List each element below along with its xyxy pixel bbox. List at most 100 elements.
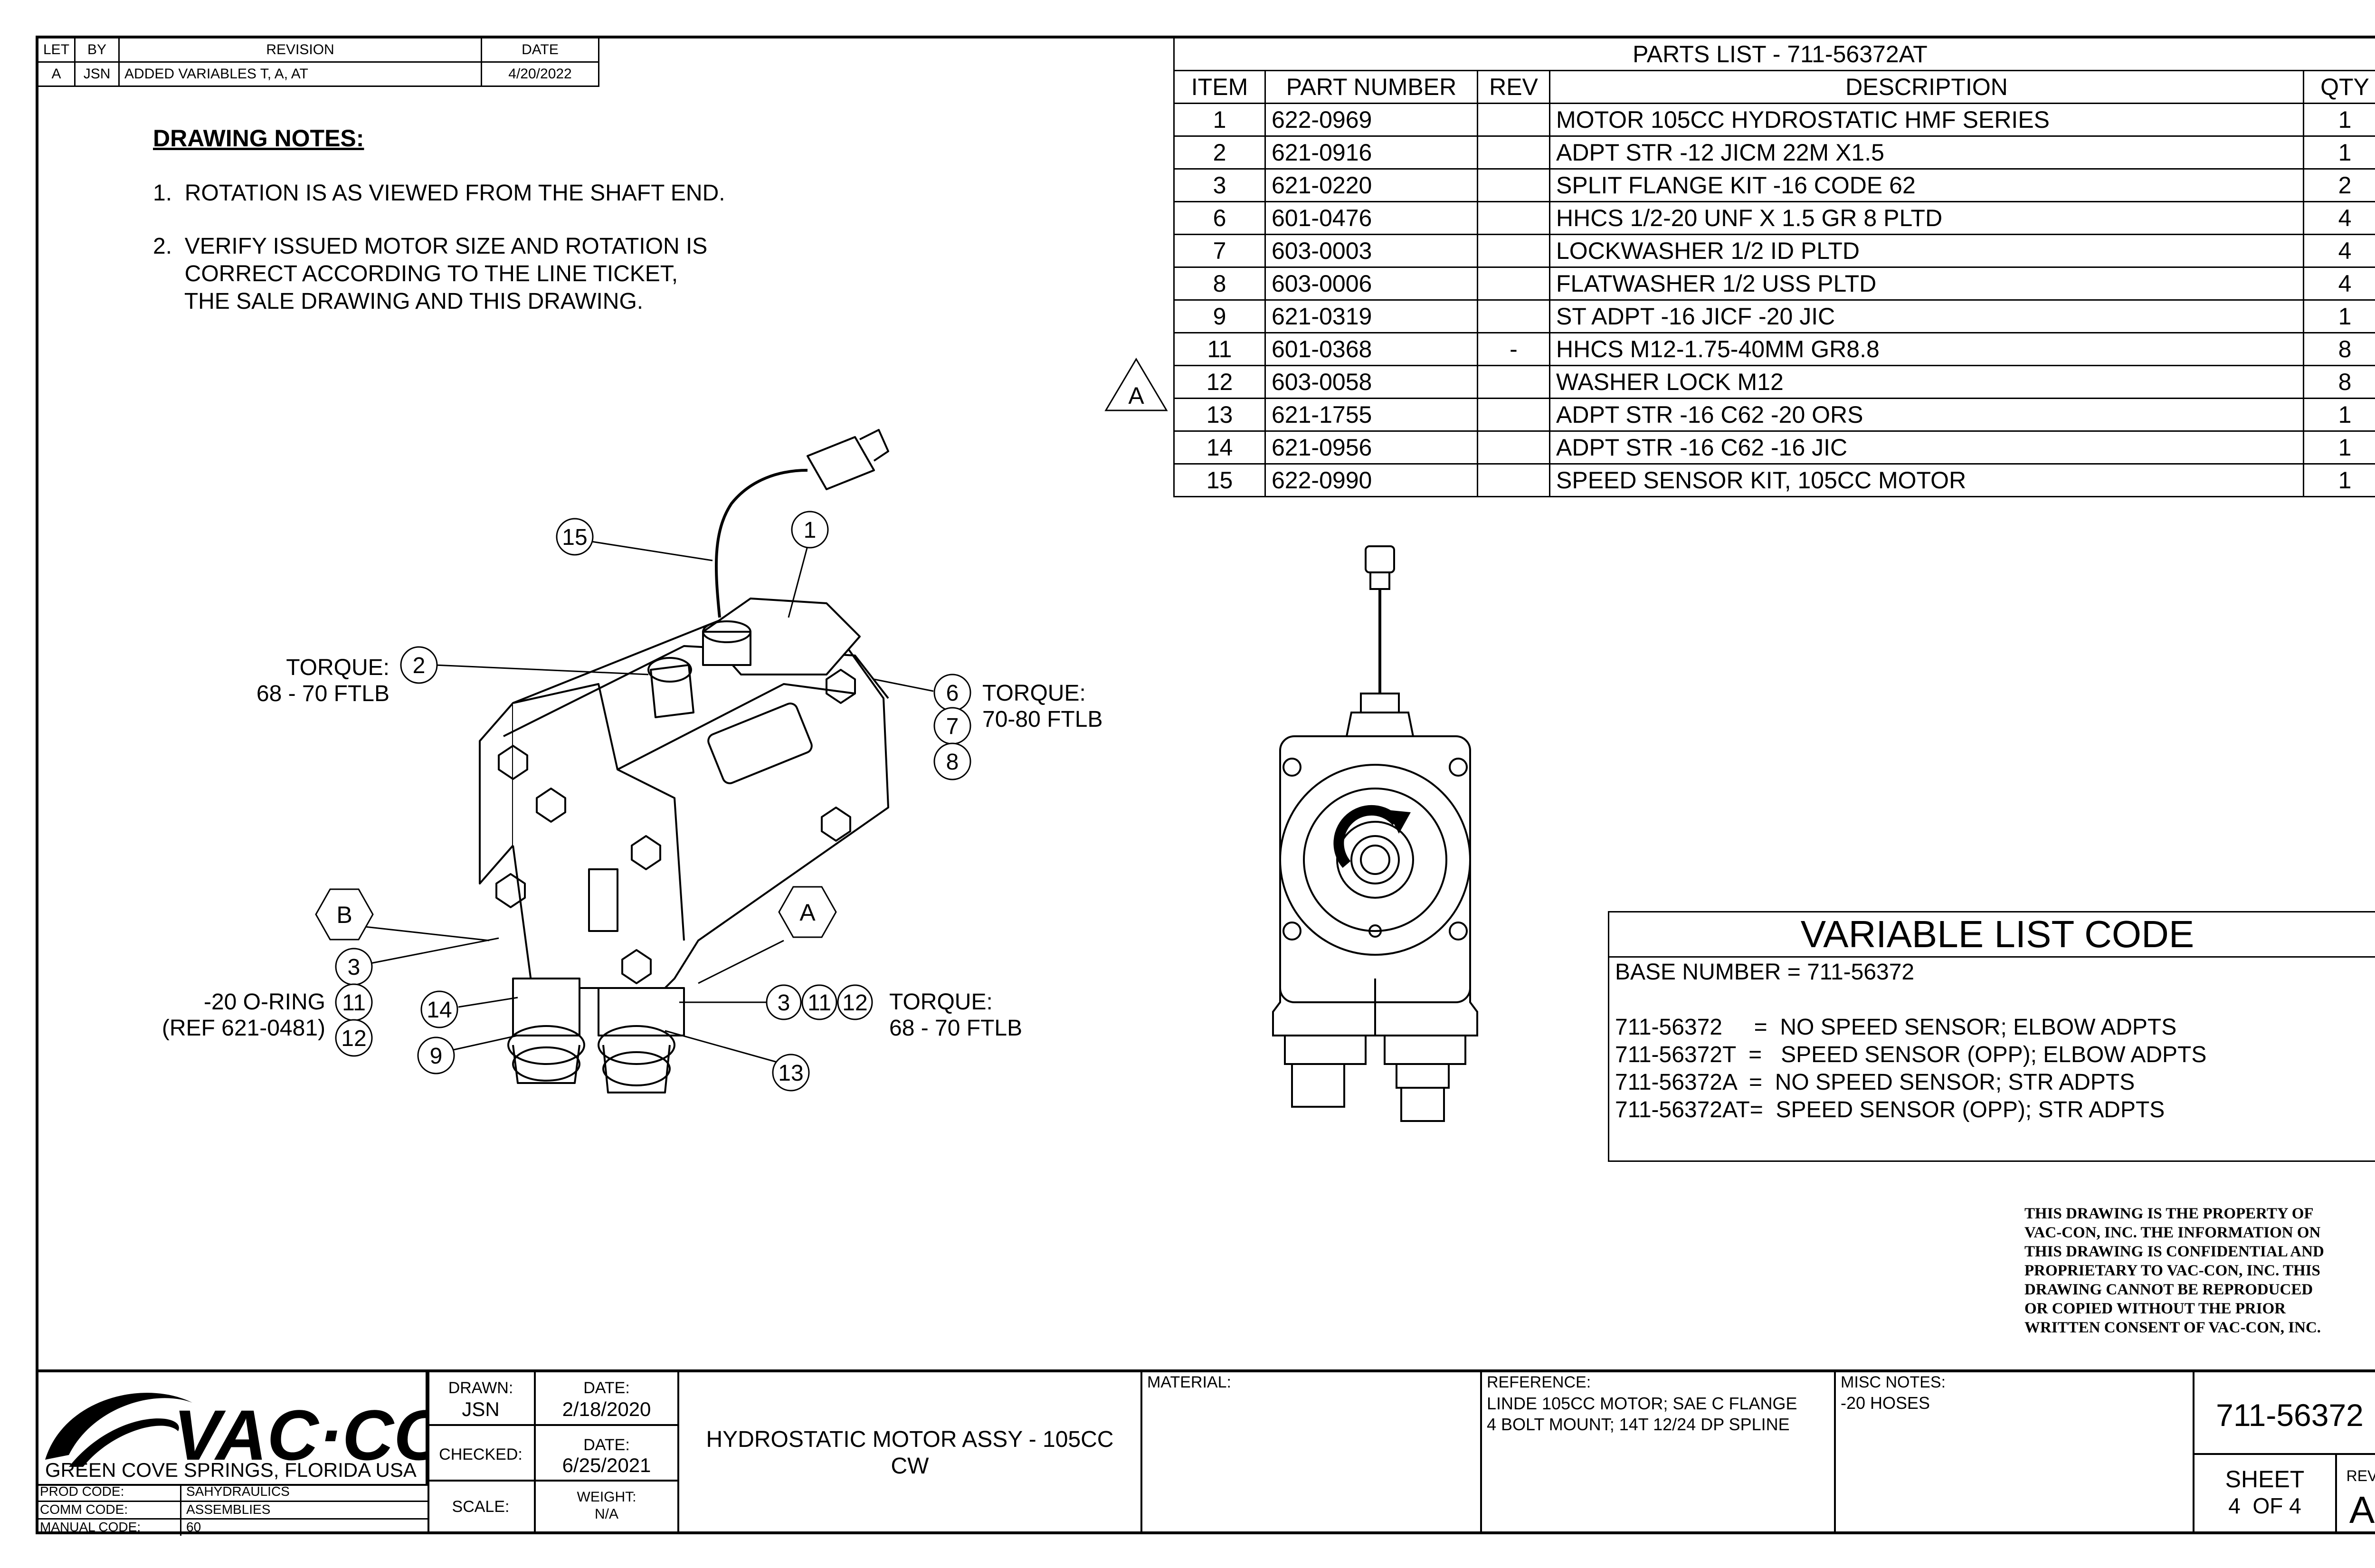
balloon-1: 1 [791, 511, 829, 549]
logo-swoosh-top [45, 1393, 192, 1460]
hex-a: A [778, 886, 837, 938]
port-adapter-left-ring-1 [507, 1025, 585, 1065]
balloon-3-right-label: 3 [778, 990, 790, 1016]
front-sensor-hex [1345, 712, 1415, 737]
parts-cell-part-number: 622-0969 [1264, 103, 1478, 137]
parts-cell-part-number: 601-0476 [1264, 201, 1478, 235]
front-port-right-stem [1400, 1088, 1445, 1122]
revision-flag-triangle: A [1104, 358, 1168, 411]
reference-cell: REFERENCE: LINDE 105CC MOTOR; SAE C FLAN… [1482, 1369, 1836, 1534]
balloon-14: 14 [420, 990, 458, 1028]
port-adapter-left-ring-2 [512, 1046, 580, 1082]
bolt-4 [621, 949, 652, 984]
codes-block: PROD CODE: SAHYDRAULICS COMM CODE: ASSEM… [37, 1484, 428, 1536]
rotation-arrow-head [1387, 810, 1411, 834]
parts-cell-rev [1477, 201, 1550, 235]
rotation-arrow-arc [1333, 805, 1401, 868]
balloon-11-right: 11 [801, 984, 837, 1020]
front-connector [1365, 545, 1395, 573]
note-2: 2. VERIFY ISSUED MOTOR SIZE AND ROTATION… [153, 233, 707, 315]
prod-code-row: PROD CODE: SAHYDRAULICS [37, 1484, 428, 1502]
leader-2 [434, 664, 649, 675]
balloon-6-label: 6 [946, 681, 959, 706]
balloon-7: 7 [933, 707, 971, 745]
front-sensor-nut [1360, 693, 1400, 713]
parts-cell-part-number: 601-0368 [1264, 332, 1478, 366]
parts-cell-part-number: 622-0990 [1264, 463, 1478, 497]
balloon-11-left: 11 [335, 983, 373, 1021]
parts-cell-item: 13 [1173, 398, 1266, 432]
parts-cell-qty: 4 [2303, 266, 2375, 301]
notice-line-1: THIS DRAWING IS THE PROPERTY OF [2024, 1205, 2314, 1222]
parts-cell-description: ADPT STR -16 C62 -20 ORS [1549, 398, 2304, 432]
property-notice: THIS DRAWING IS THE PROPERTY OF VAC-CON,… [2024, 1204, 2375, 1337]
parts-cell-qty: 8 [2303, 365, 2375, 399]
rev-cell: REV A [2337, 1455, 2375, 1534]
parts-cell-item: 14 [1173, 430, 1266, 465]
reference-label: REFERENCE: [1487, 1373, 1591, 1391]
variable-line-4: 711-56372AT= SPEED SENSOR (OPP); STR ADP… [1615, 1097, 2165, 1122]
drawing-title: HYDROSTATIC MOTOR ASSY - 105CC CW [679, 1426, 1140, 1480]
parts-cell-rev [1477, 365, 1550, 399]
hex-a-label: A [799, 899, 816, 926]
motor-isometric-view: 15 1 2 6 7 8 3 11 12 14 9 3 11 12 13 B A [315, 429, 971, 1093]
parts-cell-description: HHCS M12-1.75-40MM GR8.8 [1549, 332, 2304, 366]
drawing-title-cell: HYDROSTATIC MOTOR ASSY - 105CC CW [679, 1369, 1142, 1534]
parts-cell-description: ADPT STR -12 JICM 22M X1.5 [1549, 135, 2304, 170]
balloon-3-left: 3 [335, 948, 373, 986]
rev-letter: A [37, 61, 76, 87]
sheet-label: SHEET [2225, 1466, 2305, 1492]
balloon-12-right-label: 12 [842, 990, 867, 1016]
parts-cell-qty: 1 [2303, 430, 2375, 465]
rev-value: A [2349, 1489, 2375, 1531]
parts-cell-item: 3 [1173, 168, 1266, 202]
front-flange-inner [1303, 788, 1447, 932]
parts-cell-rev [1477, 430, 1550, 465]
prod-code-value: SAHYDRAULICS [186, 1484, 290, 1499]
leader-15 [591, 541, 713, 561]
front-port-right-adapter [1384, 1035, 1466, 1065]
oring-line-2: (REF 621-0481) [162, 1016, 325, 1041]
parts-cell-rev [1477, 103, 1550, 137]
notice-line-6: OR COPIED WITHOUT THE PRIOR [2024, 1300, 2286, 1317]
rev-by: JSN [74, 61, 120, 87]
parts-cell-rev [1477, 266, 1550, 301]
balloon-14-label: 14 [427, 998, 452, 1023]
front-bolt-bottom-left [1282, 922, 1302, 941]
balloon-13-label: 13 [778, 1061, 803, 1086]
checked-date: 6/25/2021 [562, 1454, 651, 1476]
speed-sensor-connector-tip [859, 429, 889, 462]
part-number-value: 711-56372 [2216, 1397, 2364, 1433]
manual-code-label: MANUAL CODE: [37, 1520, 181, 1536]
parts-header-rev: REV [1477, 70, 1550, 104]
port-adapter-left-lower [512, 1045, 580, 1084]
parts-cell-qty: 1 [2303, 463, 2375, 497]
sheet-value: 4 OF 4 [2228, 1493, 2301, 1518]
balloon-1-label: 1 [804, 518, 817, 543]
oring-line-1: -20 O-RING [203, 989, 325, 1015]
balloon-15-label: 15 [562, 525, 587, 550]
balloon-callouts: 15 1 2 6 7 8 3 11 12 14 9 3 11 12 13 [335, 511, 971, 1092]
front-shaft-outer [1336, 821, 1414, 899]
parts-cell-rev [1477, 135, 1550, 170]
note-2-line-1: 2. VERIFY ISSUED MOTOR SIZE AND ROTATION… [153, 234, 708, 259]
drawn-label: DRAWN: [448, 1379, 513, 1397]
manual-code-value: 60 [186, 1520, 201, 1534]
hex-callouts: B A [315, 886, 837, 941]
front-port-left-adapter [1284, 1035, 1367, 1065]
company-logo-cell: VAC·CON GREEN COVE SPRINGS, FLORIDA USA [36, 1369, 502, 1486]
balloon-2-label: 2 [413, 653, 426, 678]
prod-code-label: PROD CODE: [37, 1484, 181, 1501]
leader-lines [361, 541, 934, 1065]
port-adapter-right [598, 987, 685, 1036]
parts-cell-rev [1477, 299, 1550, 333]
note-2-line-2: CORRECT ACCORDING TO THE LINE TICKET, [153, 261, 678, 286]
manual-code-row: MANUAL CODE: 60 [37, 1520, 428, 1536]
parts-cell-description: SPEED SENSOR KIT, 105CC MOTOR [1549, 463, 2304, 497]
parts-cell-qty: 4 [2303, 201, 2375, 235]
speed-sensor-top [702, 620, 751, 643]
